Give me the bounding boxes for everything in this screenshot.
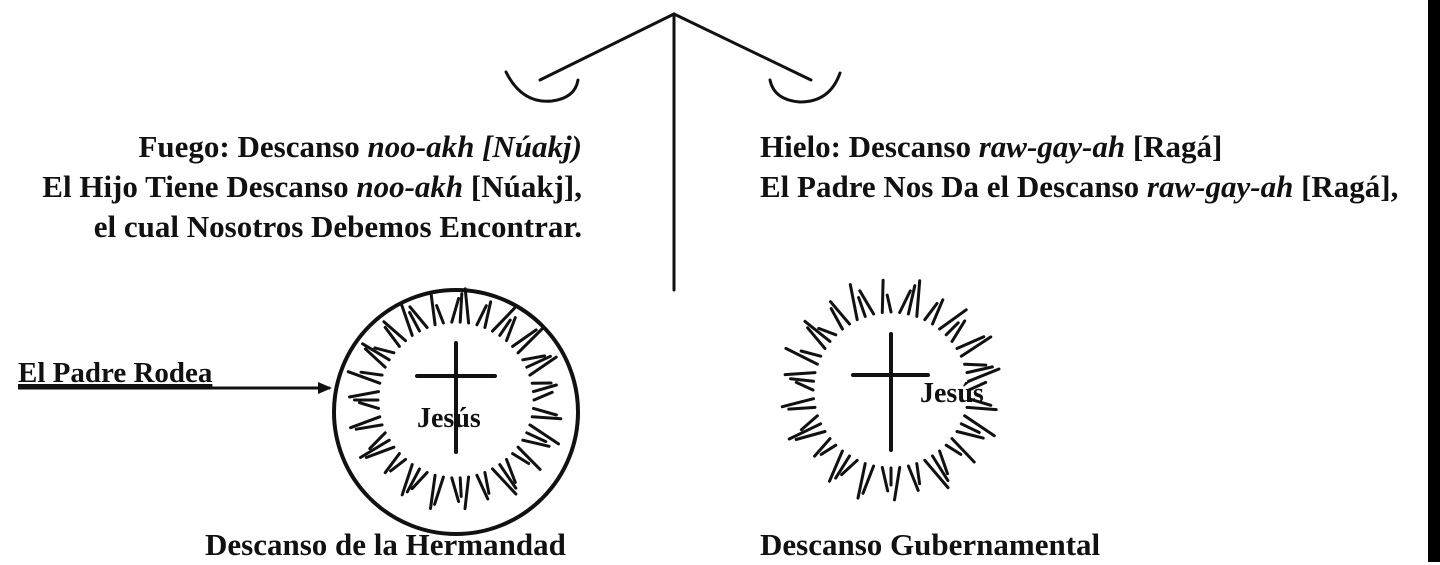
sunburst-ray — [887, 295, 891, 312]
sunburst-ray — [534, 385, 557, 392]
scale-beam-right — [674, 14, 811, 80]
sunburst-ray — [534, 408, 557, 415]
sunburst-ray — [789, 407, 815, 409]
left-heading-line1: Fuego: Descanso noo-akh [Núakj) — [139, 127, 583, 167]
sunburst-ray — [460, 478, 461, 497]
left-heading-line2: El Hijo Tiene Descanso noo-akh [Núakj], — [42, 167, 582, 207]
pointer-label: El Padre Rodea — [18, 357, 212, 390]
sunburst-ray — [801, 351, 821, 356]
sunburst-ray — [431, 294, 435, 325]
caption-right: Descanso Gubernamental — [760, 525, 1100, 565]
sunburst-ray — [465, 477, 469, 509]
center-label-right: Jesús — [920, 378, 984, 410]
cross-icon — [417, 343, 495, 452]
sunburst-ray — [350, 392, 379, 397]
sunburst-ray — [782, 399, 813, 407]
sunburst-ray — [882, 468, 887, 491]
scale-beam-left — [540, 14, 674, 80]
caption-left: Descanso de la Hermandad — [205, 525, 566, 565]
sunburst-ray — [534, 392, 552, 400]
right-heading-line2: El Padre Nos Da el Descanso raw-gay-ah [… — [760, 167, 1398, 207]
sunburst-ray — [485, 473, 489, 494]
sunburst-ray — [895, 468, 900, 500]
sunburst-ray — [917, 464, 920, 484]
sunburst-ray — [965, 364, 986, 365]
cross-icon — [853, 334, 928, 450]
sunburst-ray — [360, 403, 379, 409]
sunburst-ray — [361, 372, 382, 375]
sunburst-ray — [850, 285, 857, 320]
sunburst-ray — [917, 281, 920, 317]
sunburst-ray — [532, 417, 561, 419]
left-heading-line3: el cual Nosotros Debemos Encontrar. — [94, 207, 582, 247]
sunburst-ray — [785, 373, 815, 375]
sunburst-ray — [882, 280, 883, 312]
page-border — [1428, 0, 1440, 562]
sunburst-ray — [460, 294, 462, 322]
sunburst-ray — [465, 289, 468, 323]
sunburst-ray — [452, 478, 459, 502]
sunburst-ray — [437, 306, 444, 324]
sunburst-ray — [796, 382, 813, 390]
right-heading-line1: Hielo: Descanso raw-gay-ah [Ragá] — [760, 127, 1222, 167]
scale-pan-left — [506, 72, 578, 101]
sunburst-ray — [435, 477, 444, 504]
sunburst-ray — [791, 379, 814, 382]
center-label-left: Jesús — [417, 403, 481, 435]
sunburst-ray — [452, 299, 459, 323]
